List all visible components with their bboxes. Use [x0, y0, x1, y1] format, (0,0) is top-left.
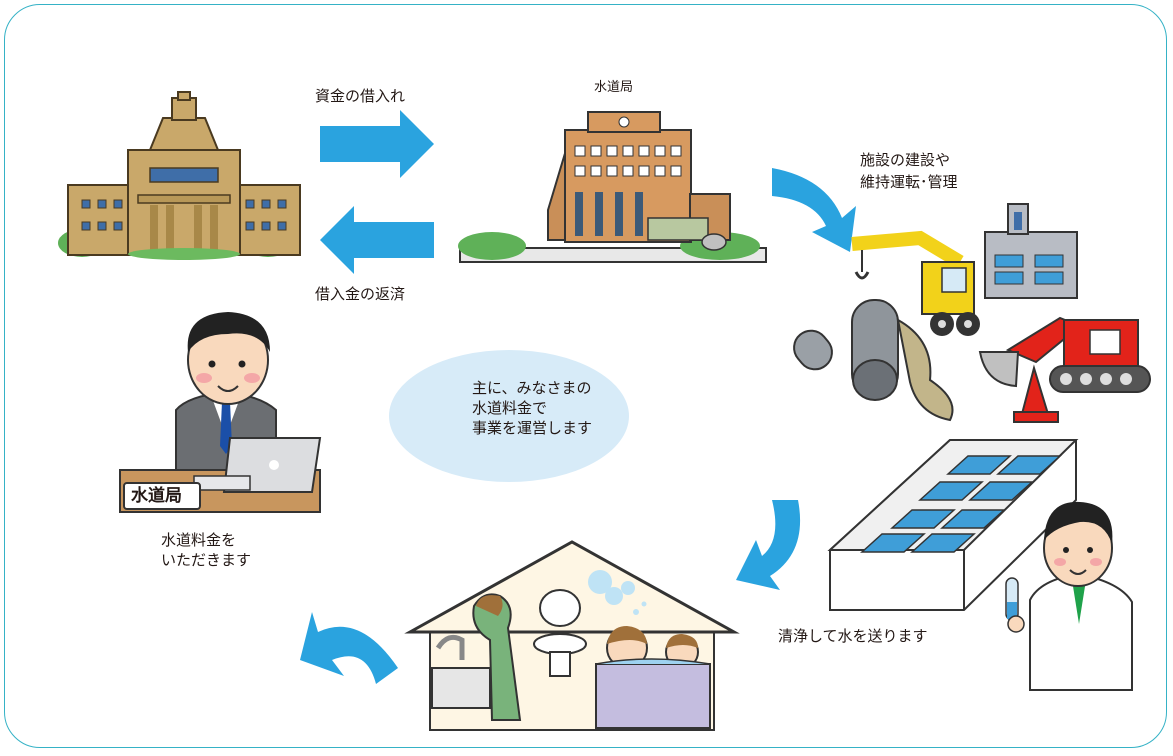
filtration-basin-illustration: [827, 439, 1079, 611]
arrow-to-payment: [300, 612, 398, 684]
diagram-frame: [4, 4, 1167, 748]
fee-label-line1: 水道料金を: [161, 531, 237, 549]
national-diet-building-illustration: [58, 91, 301, 260]
arrow-to-construction: [772, 168, 856, 252]
borrow-arrow: [320, 110, 434, 178]
construction-label-line2: 維持運転･管理: [860, 173, 958, 191]
waterworks-building-illustration: [458, 111, 767, 263]
center-text-line1: 主に、みなさまの: [472, 379, 592, 397]
house-illustration: [404, 540, 740, 731]
office-worker-illustration: [119, 312, 322, 513]
waterworks-title: 水道局: [594, 80, 634, 95]
arrow-to-house: [736, 500, 801, 590]
center-text-line3: 事業を運営します: [472, 419, 593, 437]
center-text-line2: 水道料金で: [472, 399, 548, 417]
construction-illustration: [793, 203, 1151, 423]
purify-label: 清浄して水を送ります: [778, 627, 928, 645]
desk-sign-plate: [123, 482, 201, 510]
repay-arrow: [320, 206, 434, 274]
desk-sign-label: 水道局: [131, 486, 182, 506]
scientist-illustration: [1005, 501, 1133, 691]
repay-label: 借入金の返済: [315, 285, 406, 303]
fee-label-line2: いただきます: [161, 551, 252, 569]
construction-label-line1: 施設の建設や: [860, 151, 951, 169]
borrow-label: 資金の借入れ: [315, 87, 406, 105]
center-ellipse: [389, 350, 629, 482]
